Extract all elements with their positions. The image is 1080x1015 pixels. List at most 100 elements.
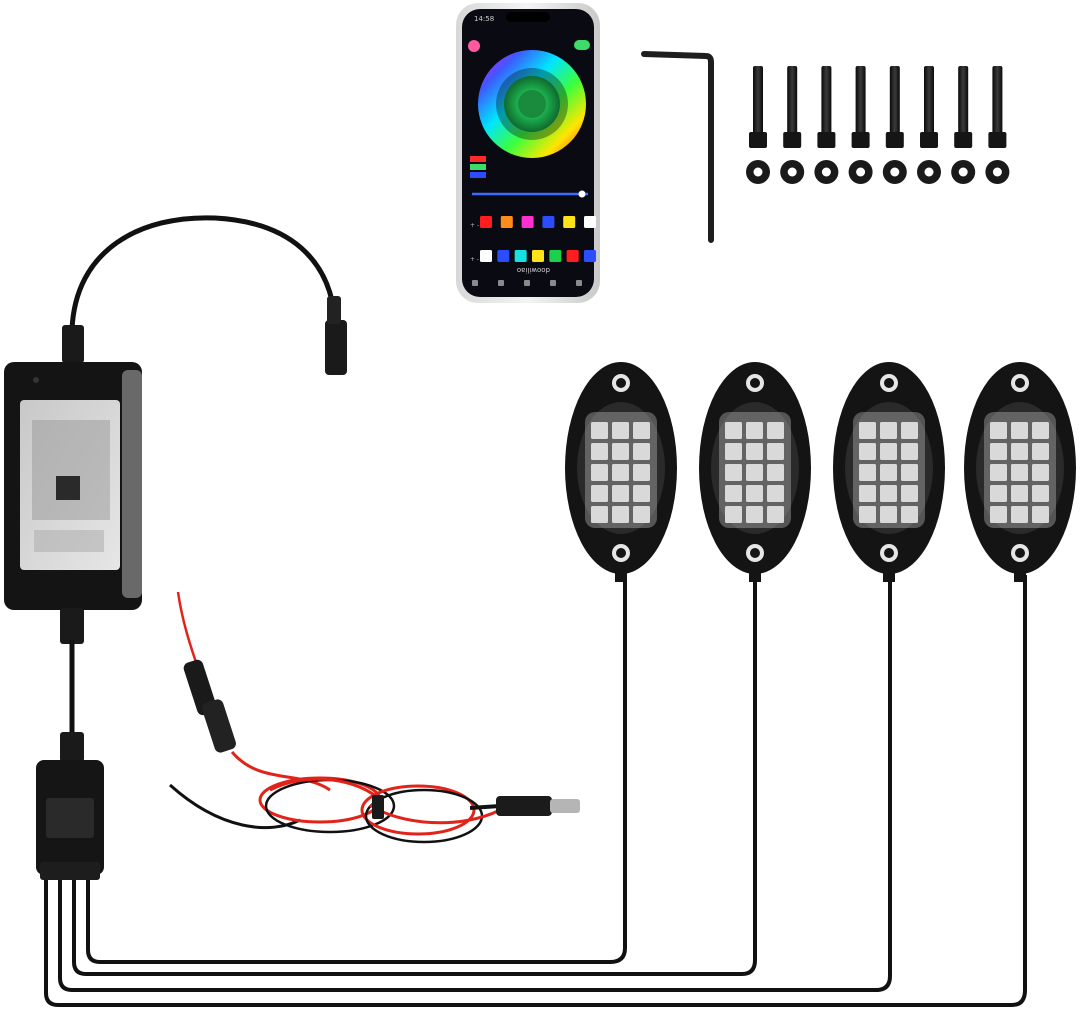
led-chip [612,464,629,481]
led-chip [1032,464,1049,481]
swatch-row1-label: + - [470,222,479,229]
led-chip [901,485,918,502]
controller-lead [62,215,347,375]
led-chip [859,443,876,460]
led-chip [859,485,876,502]
washer [746,160,770,184]
pod-cables [44,575,1027,1007]
led-chip [767,506,784,523]
app-power-toggle[interactable] [574,40,590,50]
power-harness [168,591,580,844]
color-swatch[interactable] [542,216,555,228]
rock-light-pod [833,362,945,582]
led-chip [591,506,608,523]
washers [746,160,1010,184]
color-swatch[interactable] [480,250,492,262]
led-chip [767,485,784,502]
status-time: 14:58 [474,15,494,23]
led-chip [633,443,650,460]
led-chip [767,422,784,439]
rock-light-pods [565,362,1076,582]
bluetooth-controller [4,362,142,610]
pod-cable-2 [72,575,757,976]
led-chip [1011,506,1028,523]
phone-notch [506,12,550,22]
led-chip [591,443,608,460]
color-swatch[interactable] [549,250,562,262]
led-chip [591,485,608,502]
rock-light-pod [565,362,677,582]
nav-music-icon[interactable] [524,280,530,286]
color-swatch[interactable] [563,216,576,228]
screw [988,66,1007,148]
color-swatch[interactable] [514,250,527,262]
led-chip [633,485,650,502]
led-chip [880,506,897,523]
washer [985,160,1010,184]
nav-home-icon[interactable] [472,280,478,286]
led-chip [990,506,1007,523]
led-chip [990,485,1007,502]
washer [951,160,976,184]
led-chip [1032,443,1049,460]
hex-key [641,51,714,243]
nav-settings-icon[interactable] [576,280,582,286]
screw [920,66,938,148]
led-chip [1011,464,1028,481]
led-chip [612,485,629,502]
app-menu-icon[interactable] [468,40,480,52]
led-chip [767,464,784,481]
screw [954,66,973,148]
color-swatch[interactable] [521,216,534,228]
led-chip [1011,485,1028,502]
app-bottom-nav[interactable] [472,280,582,286]
led-chip [901,443,918,460]
fuse-holder [183,659,217,716]
brightness-slider-thumb[interactable] [578,190,586,198]
washer [780,160,805,184]
led-chip [725,506,742,523]
led-chip [746,443,763,460]
led-chip [859,506,876,523]
led-chip [990,422,1007,439]
led-chip [591,464,608,481]
led-chip [725,485,742,502]
led-chip [767,443,784,460]
swatch-row-1 [480,216,596,228]
rock-light-pod [699,362,811,582]
led-chip [880,443,897,460]
color-swatch[interactable] [584,250,596,262]
led-chip [901,506,918,523]
pod-cable-1 [86,575,627,964]
washer [814,160,839,184]
color-swatch[interactable] [480,216,492,228]
color-swatch[interactable] [566,250,579,262]
dc-male-plug [496,796,552,816]
color-swatch[interactable] [497,250,510,262]
led-chip [746,464,763,481]
screw [851,66,870,148]
led-chip [901,464,918,481]
led-chip [725,464,742,481]
nav-timer-icon[interactable] [550,280,556,286]
led-chip [612,422,629,439]
nav-mode-icon[interactable] [498,280,504,286]
led-chip [1011,422,1028,439]
splitter-hub [36,760,104,880]
led-chip [612,506,629,523]
rock-light-pod [964,362,1076,582]
led-chip [633,422,650,439]
led-chip [990,443,1007,460]
color-swatch[interactable] [584,216,596,228]
color-swatch[interactable] [500,216,513,228]
screw [749,66,767,148]
screw [783,66,802,148]
color-swatch[interactable] [532,250,544,262]
washer [848,160,873,184]
washer [882,160,907,184]
led-chip [859,422,876,439]
led-chip [725,422,742,439]
screw [817,66,836,148]
swatch-row-2 [480,250,596,262]
